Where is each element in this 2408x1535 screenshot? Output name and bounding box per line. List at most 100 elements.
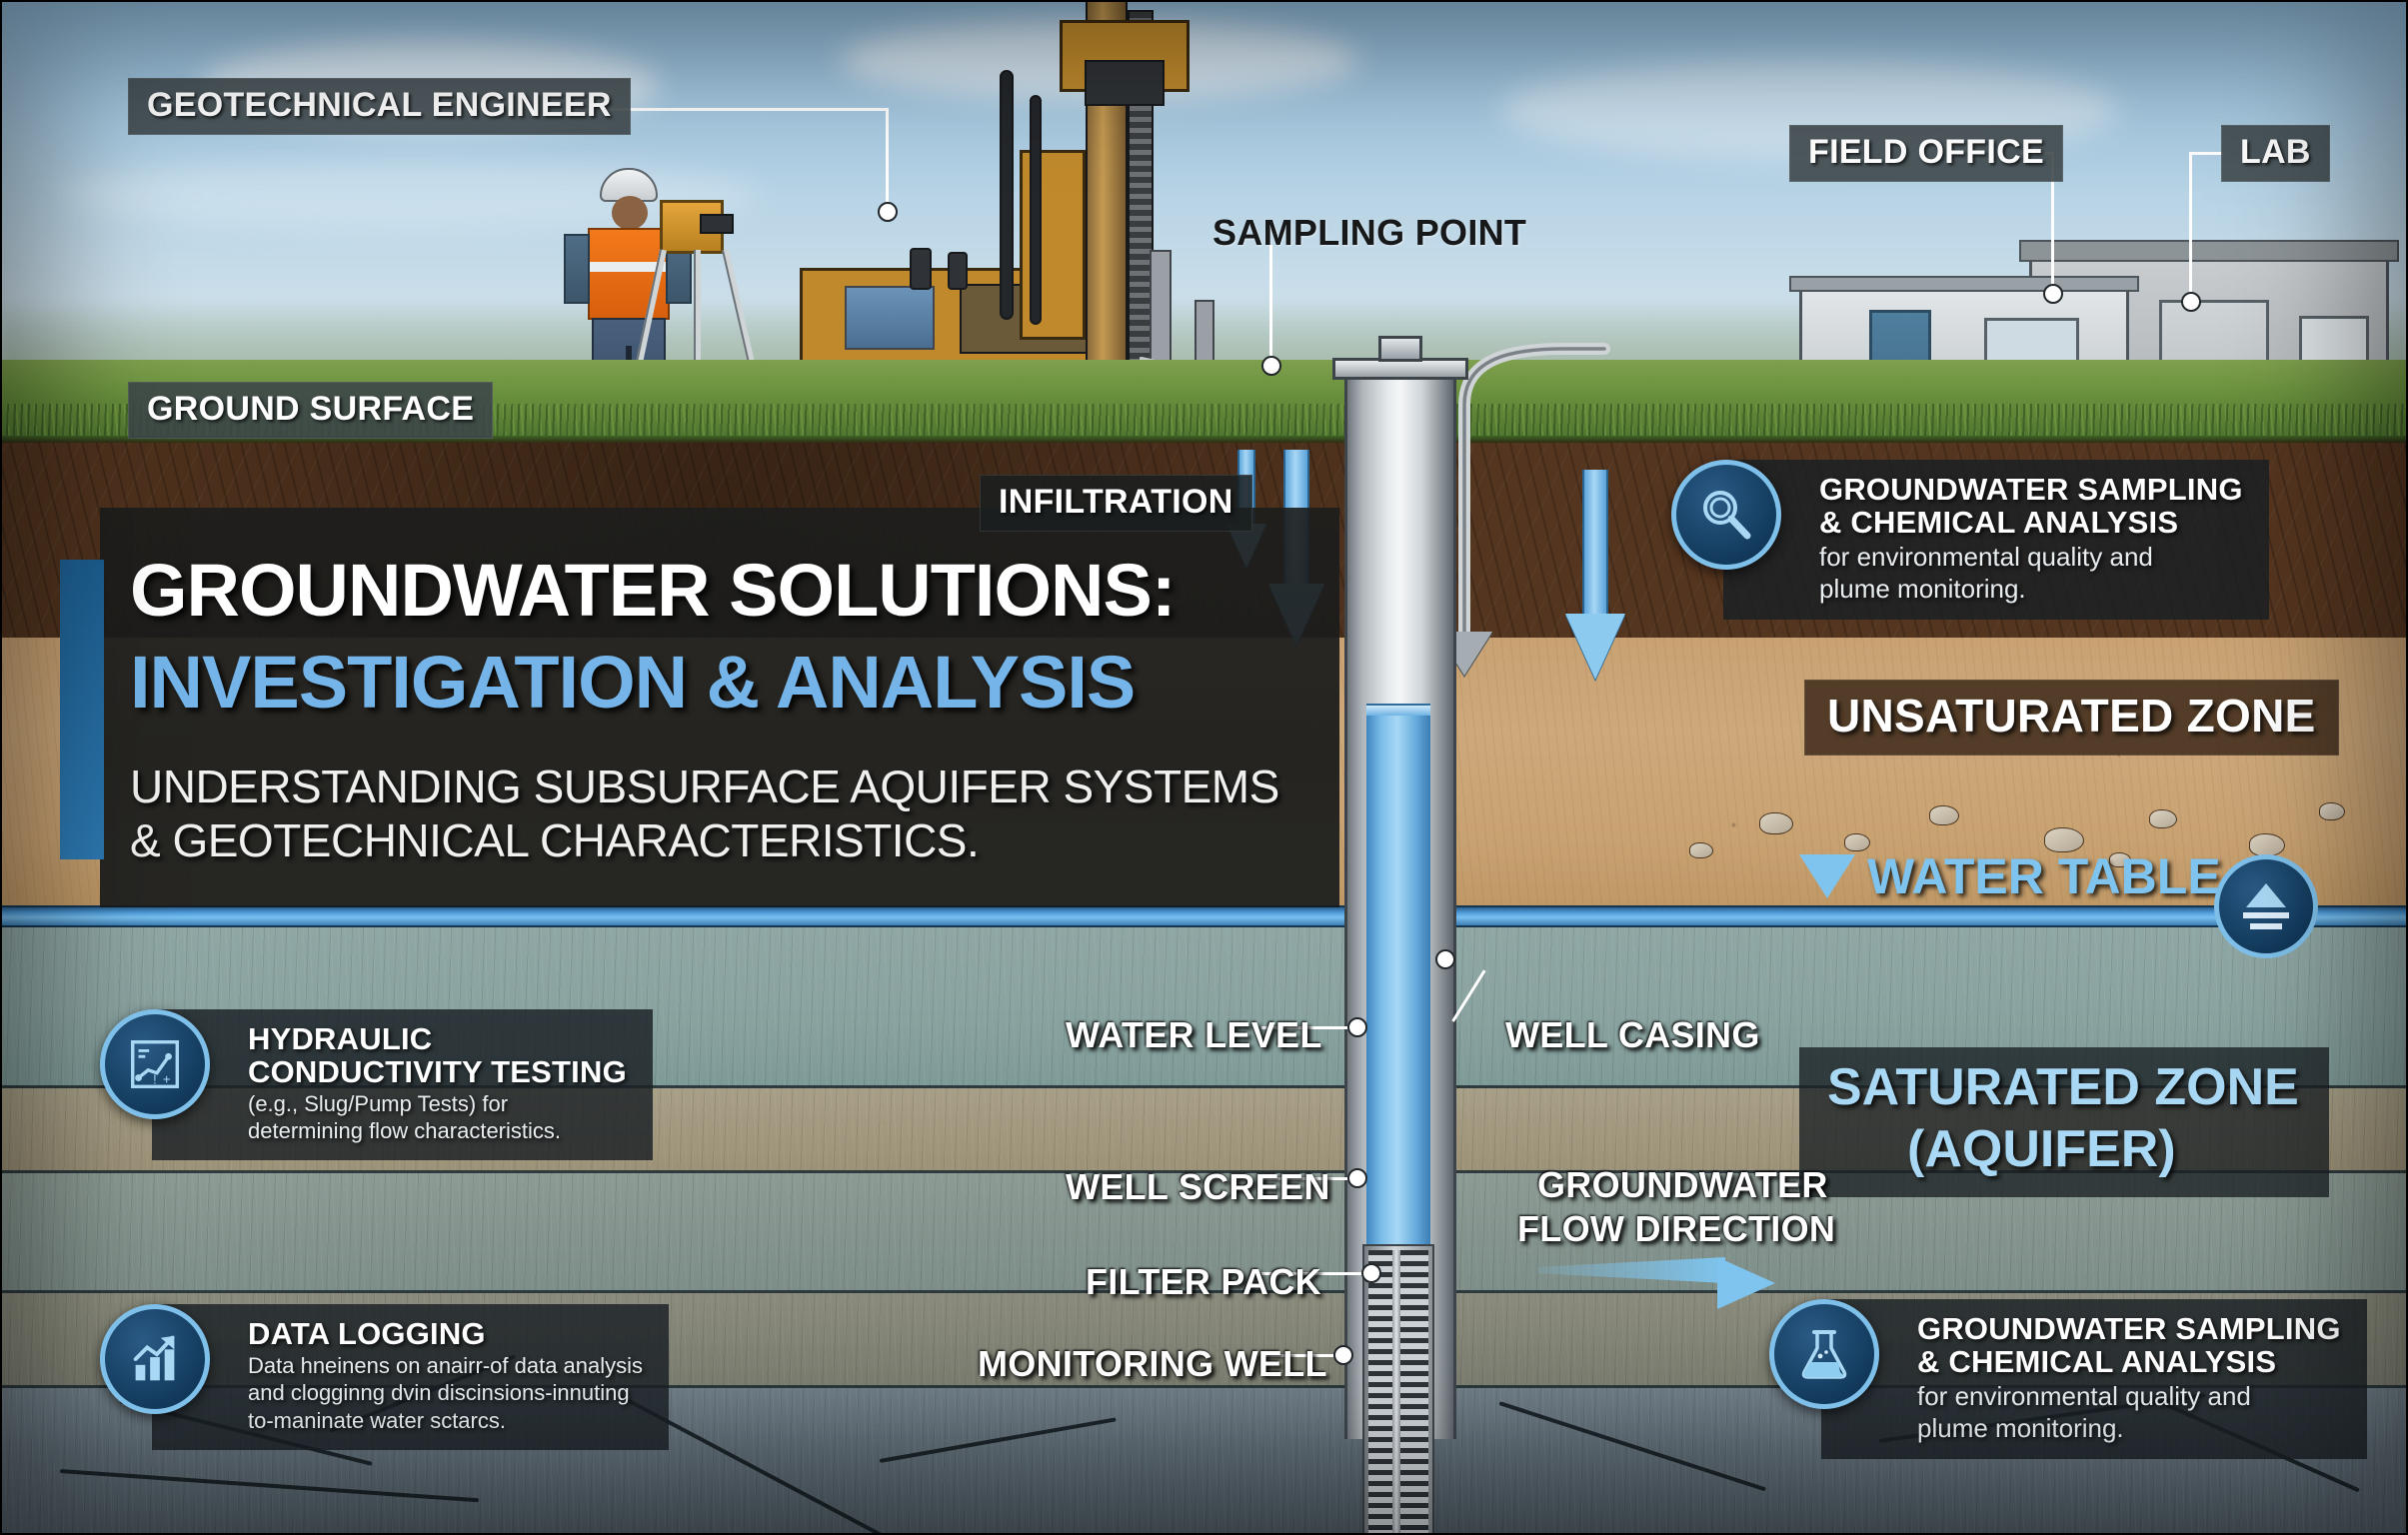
label-well-screen: WELL SCREEN	[1066, 1166, 1330, 1207]
leader-lab-v	[2189, 152, 2192, 300]
head	[612, 196, 648, 230]
title-subtitle: UNDERSTANDING SUBSURFACE AQUIFER SYSTEMS…	[130, 760, 1279, 868]
leader-fieldoffice-v	[2051, 152, 2054, 292]
label-infiltration: INFILTRATION	[980, 475, 1252, 532]
pebble	[1844, 833, 1870, 851]
well-cap	[1378, 336, 1422, 362]
strata-boundary	[0, 1385, 2408, 1388]
card-body-line-1: for environmental quality and	[1917, 1380, 2251, 1411]
rig-hydraulic-block	[1085, 60, 1165, 106]
card-heading-line-1: GROUNDWATER SAMPLING	[1819, 472, 2243, 507]
pebble	[2249, 833, 2285, 856]
title-panel	[100, 508, 1339, 907]
svg-text:+: +	[163, 1071, 171, 1086]
pebble	[2109, 852, 2131, 867]
label-ground-surface: GROUND SURFACE	[128, 382, 494, 439]
bar-chart-arrow-icon	[100, 1304, 210, 1414]
card-sampling-top-panel: GROUNDWATER SAMPLING & CHEMICAL ANALYSIS…	[1723, 460, 2269, 620]
strata-boundary	[0, 1085, 2408, 1088]
monitoring-well	[1332, 336, 1468, 1535]
leader-dot-monitoringwell	[1333, 1345, 1353, 1365]
chart-frame-icon: ! +	[100, 1009, 210, 1119]
infiltration-arrow-right	[1565, 470, 1625, 690]
label-geotechnical-engineer: GEOTECHNICAL ENGINEER	[128, 78, 631, 135]
card-heading-line-2: & CHEMICAL ANALYSIS	[1819, 504, 2179, 540]
label-sampling-point: SAMPLING POINT	[1212, 212, 1527, 253]
hydraulic-hose	[1000, 70, 1014, 320]
pebble	[2044, 827, 2084, 852]
icon-line	[2243, 912, 2289, 918]
pebble	[1759, 812, 1793, 834]
label-flow-direction-line2: FLOW DIRECTION	[1517, 1208, 1836, 1249]
card-heading: DATA LOGGING	[248, 1316, 486, 1351]
card-sampling-top: GROUNDWATER SAMPLING & CHEMICAL ANALYSIS…	[1671, 460, 2311, 620]
card-body-line-1: (e.g., Slug/Pump Tests) for	[248, 1090, 509, 1116]
label-saturated-zone: SATURATED ZONE	[1827, 1058, 2299, 1116]
leader-geotech-h	[570, 108, 888, 111]
triangle-up-icon	[2246, 883, 2286, 907]
label-unsaturated-zone: UNSATURATED ZONE	[1804, 680, 2339, 756]
card-sampling-bottom-panel: GROUNDWATER SAMPLING & CHEMICAL ANALYSIS…	[1821, 1299, 2367, 1459]
leader-dot-wellscreen	[1347, 1168, 1367, 1188]
well-water-level-surface	[1366, 704, 1430, 716]
vest-stripe	[588, 262, 670, 272]
card-data-logging: DATA LOGGING Data hneinens on anairr-of …	[100, 1304, 690, 1450]
card-hydraulic-conductivity: ! + HYDRAULIC CONDUCTIVITY TESTING (e.g.…	[100, 1009, 680, 1160]
strata-boundary	[0, 1170, 2408, 1173]
strata-boundary	[0, 1290, 2408, 1293]
label-water-table: WATER TABLE	[1867, 848, 2221, 904]
card-body-line-1: Data hneinens on anairr-of data analysis	[248, 1352, 644, 1378]
water-table-marker-triangle	[1799, 854, 1855, 898]
leader-geotech-v	[886, 108, 889, 210]
leader-sampling-v	[1269, 245, 1272, 365]
rig-engine-housing	[845, 286, 935, 350]
card-heading-line-1: HYDRAULIC	[248, 1021, 433, 1056]
left-arm	[564, 234, 590, 304]
well-screen-body	[1362, 1244, 1434, 1535]
leader-wellscreen	[1261, 1177, 1367, 1180]
rig-stack	[948, 252, 968, 290]
leader-dot-wellcasing	[1435, 949, 1455, 969]
label-field-office: FIELD OFFICE	[1789, 125, 2063, 182]
leader-dot-filterpack	[1361, 1263, 1381, 1283]
leader-dot-sampling	[1261, 356, 1281, 376]
pebble	[1689, 842, 1713, 858]
grass-soil-edge	[0, 436, 2408, 446]
subtitle-line-1: UNDERSTANDING SUBSURFACE AQUIFER SYSTEMS	[130, 761, 1279, 812]
card-body-line-3: to-maninate water sctarcs.	[248, 1408, 506, 1434]
total-station-scope	[700, 214, 734, 234]
label-filter-pack: FILTER PACK	[1086, 1261, 1321, 1302]
sampling-tube	[1458, 343, 1610, 641]
card-hydraulic-panel: HYDRAULIC CONDUCTIVITY TESTING (e.g., Sl…	[152, 1009, 653, 1160]
lab-roof	[2019, 240, 2399, 262]
card-body-line-2: plume monitoring.	[1917, 1412, 2124, 1443]
water-table-icon	[2214, 854, 2318, 958]
card-body-line-2: determining flow characteristics.	[248, 1118, 562, 1144]
field-office-roof	[1789, 276, 2139, 292]
title-line-2: INVESTIGATION & ANALYSIS	[130, 641, 1136, 724]
pebble	[2319, 802, 2345, 820]
card-body-line-1: for environmental quality and	[1819, 541, 2153, 572]
card-heading-line-2: CONDUCTIVITY TESTING	[248, 1053, 627, 1089]
leader-filterpack	[1261, 1272, 1377, 1275]
pebble	[1929, 805, 1959, 825]
label-well-casing: WELL CASING	[1505, 1014, 1760, 1055]
card-body-line-2: and clogginng dvin discinsions-innuting	[248, 1380, 630, 1406]
label-monitoring-well: MONITORING WELL	[978, 1343, 1327, 1384]
leader-dot-waterlevel	[1347, 1017, 1367, 1037]
card-heading-line-2: & CHEMICAL ANALYSIS	[1917, 1343, 2277, 1379]
water-table-band	[0, 905, 2408, 927]
well-water-column	[1366, 710, 1430, 1299]
hydraulic-hose	[1030, 95, 1042, 325]
card-heading-line-1: GROUNDWATER SAMPLING	[1917, 1311, 2341, 1346]
label-aquifer: (AQUIFER)	[1907, 1120, 2176, 1178]
leader-waterlevel	[1261, 1026, 1367, 1029]
label-flow-direction-line1: GROUNDWATER	[1537, 1164, 1828, 1205]
leader-dot-lab	[2181, 292, 2201, 312]
title-line-1: GROUNDWATER SOLUTIONS:	[130, 549, 1176, 632]
rig-stack	[910, 248, 932, 290]
leader-lab-h	[2189, 152, 2223, 155]
card-body-line-2: plume monitoring.	[1819, 573, 2026, 604]
icon-line	[2250, 923, 2282, 929]
